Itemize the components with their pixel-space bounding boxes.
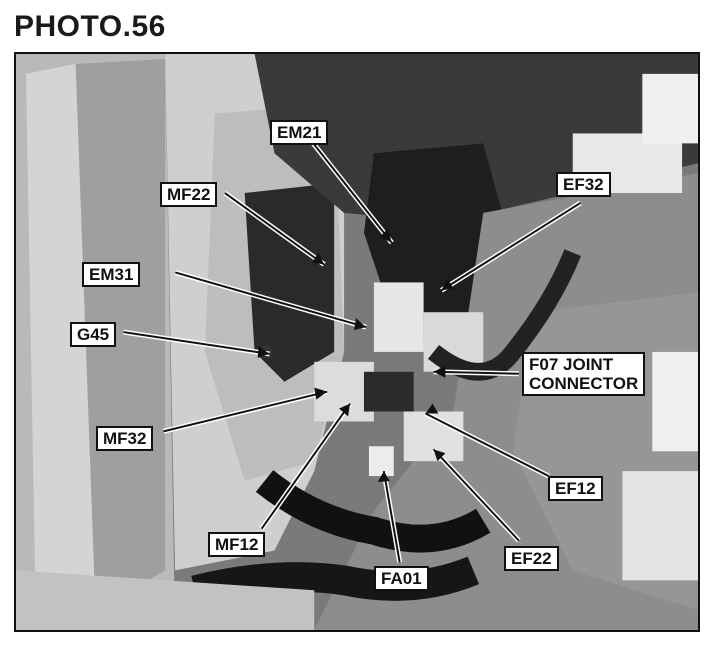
label-em21: EM21 <box>270 120 329 145</box>
label-f07-line2: CONNECTOR <box>529 374 639 393</box>
label-g45: G45 <box>70 322 117 347</box>
photo-title: PHOTO.56 <box>14 10 166 43</box>
label-mf22: MF22 <box>160 182 218 207</box>
label-ef32: EF32 <box>556 172 611 197</box>
label-mf32: MF32 <box>96 426 154 451</box>
wiring-photo-scene <box>16 54 698 630</box>
label-ef12: EF12 <box>548 476 603 501</box>
label-f07-joint-connector: F07 JOINT CONNECTOR <box>522 352 646 396</box>
label-mf12: MF12 <box>208 532 266 557</box>
wiring-photo: EM21 MF22 EF32 EM31 G45 F07 JOINT CONNEC… <box>14 52 700 632</box>
label-fa01: FA01 <box>374 566 429 591</box>
label-em31: EM31 <box>82 262 141 287</box>
label-f07-line1: F07 JOINT <box>529 355 614 374</box>
label-ef22: EF22 <box>504 546 559 571</box>
